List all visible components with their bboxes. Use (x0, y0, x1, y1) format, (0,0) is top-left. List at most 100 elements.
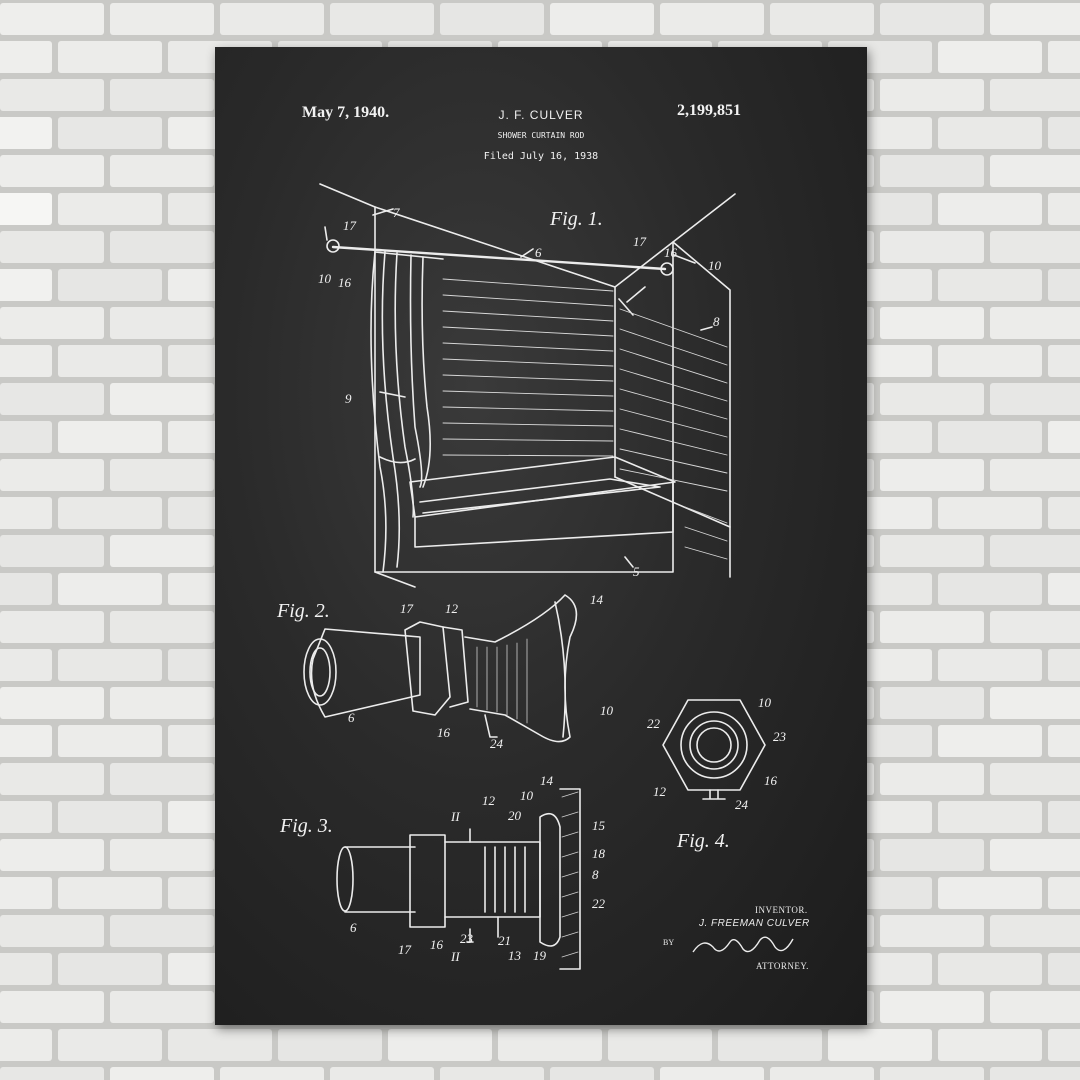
brick (0, 459, 104, 491)
ref-numeral: 17 (400, 601, 414, 616)
brick (938, 649, 1042, 681)
ref-numeral: 12 (445, 601, 459, 616)
brick (58, 41, 162, 73)
ref-numeral: 21 (498, 933, 511, 948)
brick (1048, 573, 1080, 605)
ref-numeral: 18 (592, 846, 606, 861)
brick (1048, 117, 1080, 149)
brick (938, 117, 1042, 149)
brick (498, 1029, 602, 1061)
brick (110, 155, 214, 187)
brick (1048, 725, 1080, 757)
brick (110, 307, 214, 339)
brick (718, 1029, 822, 1061)
brick (990, 3, 1080, 35)
brick (58, 1029, 162, 1061)
ref-numeral: 20 (508, 808, 522, 823)
brick (110, 991, 214, 1023)
fig4-hex-view (662, 699, 766, 800)
ref-numeral: 9 (345, 391, 352, 406)
fig1-label: Fig. 1. (549, 208, 603, 230)
brick (0, 345, 52, 377)
brick (660, 1067, 764, 1080)
brick (0, 117, 52, 149)
brick (880, 307, 984, 339)
ref-numeral: 8 (713, 314, 720, 329)
brick (990, 763, 1080, 795)
brick (828, 1029, 932, 1061)
brick (608, 1029, 712, 1061)
ref-numeral: 12 (482, 793, 496, 808)
ref-numeral: 10 (318, 271, 332, 286)
brick (58, 649, 162, 681)
brick (58, 193, 162, 225)
ref-numeral: 16 (664, 245, 678, 260)
brick (1048, 269, 1080, 301)
brick (1048, 1029, 1080, 1061)
brick (110, 383, 214, 415)
fig2-label: Fig. 2. (276, 600, 330, 622)
brick (110, 1067, 214, 1080)
patent-poster: Fig. 1. Fig. 2. Fig. 3. Fig. 4. 17 7 10 … (215, 47, 867, 1025)
brick (0, 953, 52, 985)
brick (0, 915, 104, 947)
ref-numeral: 10 (708, 258, 722, 273)
brick (0, 41, 52, 73)
brick (58, 725, 162, 757)
brick (58, 573, 162, 605)
brick (58, 953, 162, 985)
brick (220, 1067, 324, 1080)
fig4-label: Fig. 4. (676, 830, 730, 852)
brick (938, 953, 1042, 985)
brick (110, 915, 214, 947)
brick (990, 459, 1080, 491)
brick (0, 269, 52, 301)
brick (990, 991, 1080, 1023)
brick (220, 3, 324, 35)
patent-date: May 7, 1940. (302, 104, 390, 121)
brick (990, 839, 1080, 871)
brick (880, 459, 984, 491)
patent-drawing: Fig. 1. Fig. 2. Fig. 3. Fig. 4. 17 7 10 … (276, 183, 794, 970)
ref-numeral: 15 (592, 818, 606, 833)
brick (110, 79, 214, 111)
brick (880, 915, 984, 947)
ref-numeral: II (450, 809, 460, 824)
brick (770, 3, 874, 35)
patent-number: 2,199,851 (677, 102, 741, 119)
brick (880, 155, 984, 187)
brick (1048, 497, 1080, 529)
brick (1048, 41, 1080, 73)
brick (938, 573, 1042, 605)
ref-numeral: 6 (535, 245, 542, 260)
brick (938, 1029, 1042, 1061)
brick (0, 231, 104, 263)
brick (1048, 421, 1080, 453)
brick (278, 1029, 382, 1061)
brick (0, 991, 104, 1023)
brick (990, 307, 1080, 339)
brick (110, 459, 214, 491)
fig3-section-view (336, 788, 581, 970)
brick (330, 1067, 434, 1080)
ref-numeral: 12 (653, 784, 667, 799)
brick (880, 991, 984, 1023)
brick (388, 1029, 492, 1061)
brick (110, 611, 214, 643)
brick (0, 497, 52, 529)
ref-numeral: 10 (600, 703, 614, 718)
ref-numeral: 22 (647, 716, 661, 731)
brick (0, 725, 52, 757)
ref-numeral: 23 (773, 729, 787, 744)
brick (0, 79, 104, 111)
ref-numeral: 6 (348, 710, 355, 725)
brick (58, 345, 162, 377)
by-label: BY (663, 938, 675, 947)
brick-tile-hatching (442, 278, 728, 560)
ref-numeral: 24 (735, 797, 749, 812)
brick (58, 421, 162, 453)
ref-numeral: 14 (590, 592, 604, 607)
brick (660, 3, 764, 35)
brick (1048, 801, 1080, 833)
brick (110, 839, 214, 871)
